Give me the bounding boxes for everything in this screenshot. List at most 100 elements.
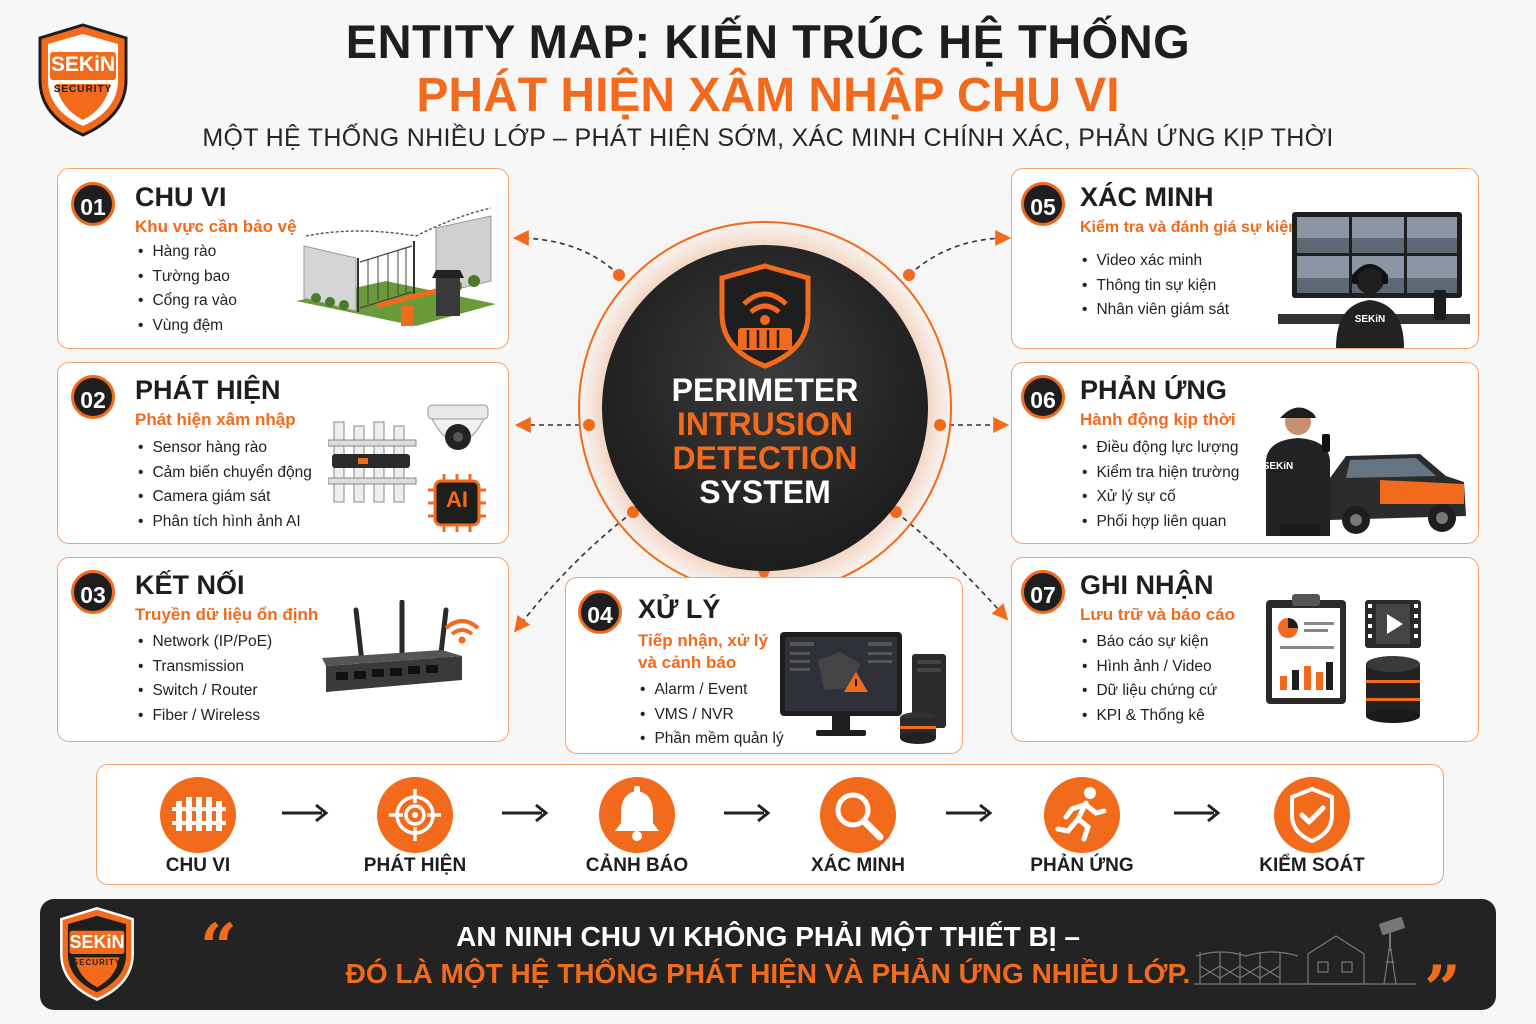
brand-logo-tagline: SECURITY [53, 84, 113, 95]
brand-logo-text: SEKiN [50, 53, 116, 76]
card-ket-noi [57, 557, 509, 742]
process-flow-bar [96, 764, 1444, 885]
close-quote: ” [1424, 952, 1461, 1024]
card-subtitle: Phát hiện xâm nhập [135, 410, 296, 429]
monitoring-station-illustration [1278, 208, 1470, 353]
card-title: GHI NHẬN [1080, 570, 1214, 600]
footer-quote-line1: AN NINH CHU VI KHÔNG PHẢI MỘT THIẾT BỊ – [456, 921, 1080, 952]
flow-arrow-icon [1174, 803, 1221, 823]
page-title-line1: ENTITY MAP: KIẾN TRÚC HỆ THỐNG [345, 15, 1191, 68]
card-number: 01 [71, 182, 115, 226]
card-number: 04 [578, 590, 622, 634]
open-quote: “ [200, 910, 237, 985]
flow-label: PHẢN ỨNG [1030, 855, 1134, 876]
flow-label: XÁC MINH [811, 855, 905, 876]
footer-quote-line2: ĐÓ LÀ MỘT HỆ THỐNG PHÁT HIỆN VÀ PHẢN ỨNG… [345, 958, 1191, 989]
card-list: Hàng rào Tường bao Cổng ra vào Vùng đệm [138, 240, 237, 338]
card-list: Sensor hàng rào Cảm biến chuyển động Cam… [138, 436, 312, 535]
flow-arrow-icon [946, 803, 993, 823]
card-subtitle-line1: Tiếp nhận, xử lý [638, 631, 769, 650]
list-item: Hàng rào [138, 240, 237, 265]
page-title-line2: PHÁT HIỆN XÂM NHẬP CHU VI [416, 69, 1120, 122]
hub-line2: INTRUSION [677, 406, 853, 442]
list-item: Điều động lực lượng [1082, 436, 1239, 461]
list-item: Hình ảnh / Video [1082, 655, 1217, 680]
database-icon [1364, 654, 1422, 729]
flow-arrow-icon [282, 803, 329, 823]
list-item: Transmission [138, 655, 272, 680]
card-subtitle-line2: và cảnh báo [638, 653, 737, 672]
list-item: Phân tích hình ảnh AI [138, 510, 312, 535]
page-subtitle: MỘT HỆ THỐNG NHIỀU LỚP – PHÁT HIỆN SỚM, … [202, 124, 1334, 152]
list-item: Camera giám sát [138, 485, 312, 510]
card-title: KẾT NỐI [135, 570, 245, 600]
list-item: Sensor hàng rào [138, 436, 312, 461]
card-title: XÁC MINH [1080, 182, 1214, 212]
flow-label: CẢNH BÁO [585, 855, 689, 876]
flow-arrow-icon [724, 803, 771, 823]
list-item: Phần mềm quản lý [640, 727, 783, 752]
list-item: Báo cáo sự kiện [1082, 630, 1217, 655]
perimeter-skyline-illustration [1190, 906, 1420, 997]
target-icon [377, 777, 453, 853]
list-item: Switch / Router [138, 679, 272, 704]
list-item: Cảm biến chuyển động [138, 461, 311, 486]
hub-line1: PERIMETER [671, 372, 859, 408]
ai-chip-label: AI [446, 487, 468, 512]
card-title: PHẢN ỨNG [1080, 375, 1227, 405]
card-list: Báo cáo sự kiện Hình ảnh / Video Dữ liệu… [1082, 630, 1217, 728]
list-item: Video xác minh [1082, 249, 1229, 274]
card-number: 07 [1021, 570, 1065, 614]
brand-logo [36, 22, 130, 143]
ai-chip-icon [428, 474, 486, 537]
footer-brand-tagline: SECURITY [72, 958, 122, 967]
runner-icon [1044, 777, 1120, 853]
list-item: VMS / NVR [640, 703, 784, 728]
list-item: Xử lý sự cố [1082, 485, 1239, 510]
magnifier-icon [820, 777, 896, 853]
list-item: Cổng ra vào [138, 289, 236, 314]
hub-line4: SYSTEM [699, 474, 831, 510]
guard-and-patrol-car-illustration [1250, 400, 1472, 545]
card-subtitle: Truyền dữ liệu ổn định [135, 605, 319, 624]
operator-badge: SEKiN [1354, 314, 1386, 325]
card-title: CHU VI [135, 182, 227, 212]
flow-label: KIỂM SOÁT [1259, 855, 1365, 876]
flow-label: PHÁT HIỆN [363, 855, 467, 876]
list-item: Phối hợp liên quan [1082, 510, 1239, 535]
card-list: Video xác minh Thông tin sự kiện Nhân vi… [1082, 249, 1229, 323]
card-title: PHÁT HIỆN [135, 375, 281, 405]
fence-sensor-icon [327, 412, 418, 509]
card-subtitle: Hành động kịp thời [1080, 410, 1236, 429]
list-item: Dữ liệu chứng cứ [1082, 679, 1217, 704]
video-play-icon [1365, 600, 1421, 653]
list-item: Alarm / Event [640, 678, 784, 703]
card-number: 05 [1021, 182, 1065, 226]
shield-check-icon [1274, 777, 1350, 853]
flow-arrow-icon [502, 803, 549, 823]
list-item: Thông tin sự kiện [1082, 274, 1229, 299]
card-subtitle: Lưu trữ và báo cáo [1080, 605, 1235, 624]
footer-brand-text: SEKiN [69, 932, 125, 952]
card-number: 03 [71, 570, 115, 614]
card-list: Điều động lực lượng Kiểm tra hiện trường… [1082, 436, 1239, 534]
card-subtitle: Khu vực cần bảo vệ [135, 217, 297, 236]
clipboard-report-icon [1264, 592, 1350, 713]
card-subtitle: Kiểm tra và đánh giá sự kiện [1080, 219, 1298, 236]
list-item: Nhân viên giám sát [1082, 298, 1229, 323]
card-list: Alarm / Event VMS / NVR Phần mềm quản lý [640, 678, 784, 752]
guard-badge: SEKiN [1262, 461, 1294, 472]
fence-icon [160, 777, 236, 853]
list-item: Tường bao [138, 265, 237, 290]
card-title: XỬ LÝ [638, 594, 721, 624]
list-item: Network (IP/PoE) [138, 630, 272, 655]
hub-line3: DETECTION [672, 440, 858, 476]
list-item: Kiểm tra hiện trường [1082, 461, 1239, 486]
bell-icon [599, 777, 675, 853]
dome-camera-icon [422, 403, 494, 468]
footer-brand-logo [58, 905, 136, 1008]
list-item: Fiber / Wireless [138, 704, 272, 729]
vms-workstation-icon [780, 630, 952, 751]
fence-gate-illustration [296, 186, 496, 341]
flow-label: CHU VI [165, 855, 231, 876]
